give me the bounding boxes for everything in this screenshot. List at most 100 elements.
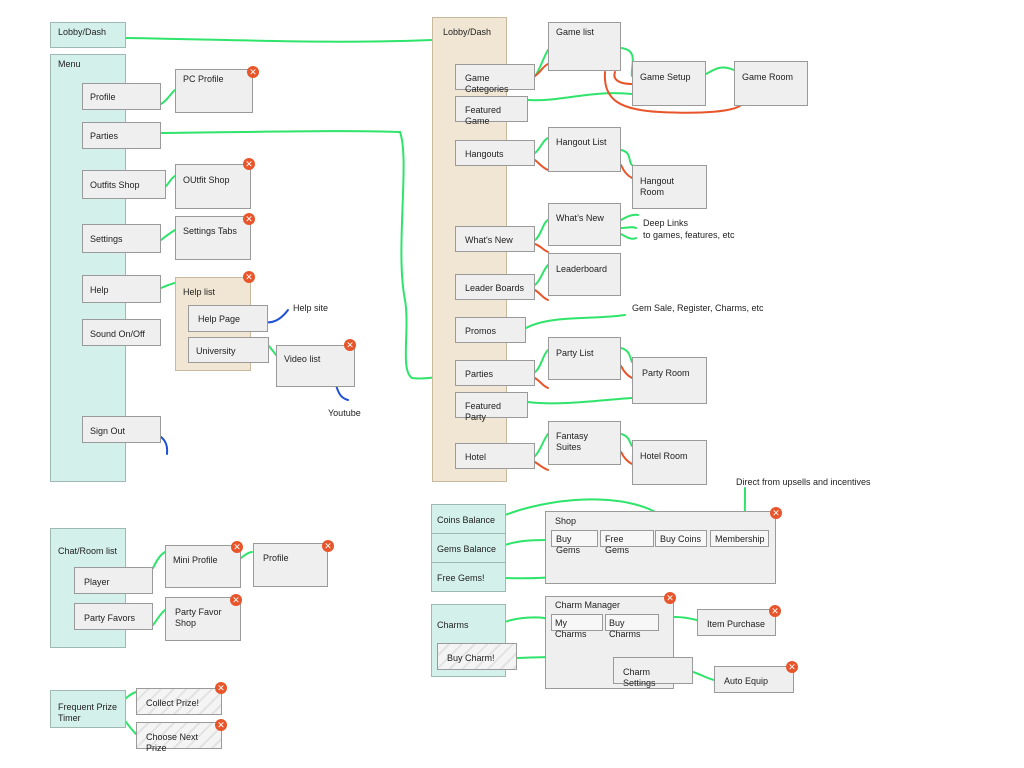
lobby-dash-label: Lobby/Dash [58,27,107,37]
close-icon[interactable]: ✕ [344,339,356,351]
outfit-shop-label: OUtfit Shop [183,175,230,185]
outfit-shop-box[interactable]: OUtfit Shop [175,164,251,209]
close-icon[interactable]: ✕ [230,594,242,606]
lobby-parties-box[interactable]: Parties [455,360,535,386]
player-label: Player [84,577,110,587]
profile-box[interactable]: Profile [82,83,161,110]
hotel-box[interactable]: Hotel [455,443,535,469]
connector [124,37,433,43]
connector [705,66,735,75]
my-charms-tab[interactable]: My Charms [551,614,603,639]
connector [527,92,633,102]
connector [620,149,633,166]
connector [534,243,549,253]
close-icon[interactable]: ✕ [769,605,781,617]
auto-equip-box[interactable]: Auto Equip [714,666,794,693]
game-setup-box[interactable]: Game Setup [632,61,706,106]
whats-new-detail-box[interactable]: What’s New [548,203,621,246]
game-room-box[interactable]: Game Room [734,61,808,106]
pc-profile-label: PC Profile [183,74,224,84]
party-favors-box[interactable]: Party Favors [74,603,153,630]
parties-box[interactable]: Parties [82,122,161,149]
fantasy-suites-box[interactable]: Fantasy Suites [548,421,621,465]
charm-settings-label: Charm Settings [623,667,656,688]
whats-new-box[interactable]: What's New [455,226,535,252]
close-icon[interactable]: ✕ [231,541,243,553]
university-box[interactable]: University [188,337,269,363]
connector [620,233,637,240]
membership-tab[interactable]: Membership [710,530,769,547]
promos-box[interactable]: Promos [455,317,526,343]
settings-label: Settings [90,234,123,244]
leaderboard-box[interactable]: Leaderboard [548,253,621,296]
free-gems-label: Free Gems! [437,573,485,583]
hangout-list-box[interactable]: Hangout List [548,127,621,172]
featured-party-box[interactable]: Featured Party [455,392,528,422]
party-favor-shop-box[interactable]: Party Favor Shop [165,597,241,641]
close-icon[interactable]: ✕ [247,66,259,78]
menu-title: Menu [58,59,81,69]
close-icon[interactable]: ✕ [243,271,255,283]
free-gems-tab[interactable]: Free Gems [600,530,654,555]
outfits-shop-box[interactable]: Outfits Shop [82,170,166,199]
player-box[interactable]: Player [74,567,153,594]
close-icon[interactable]: ✕ [786,661,798,673]
close-icon[interactable]: ✕ [664,592,676,604]
hangout-room-box[interactable]: Hangout Room [632,165,707,209]
close-icon[interactable]: ✕ [322,540,334,552]
connector [534,219,549,241]
sign-out-box[interactable]: Sign Out [82,416,161,443]
choose-next-prize-button[interactable]: Choose Next Prize [136,722,222,753]
connector [620,226,637,229]
sound-box[interactable]: Sound On/Off [82,319,161,346]
close-icon[interactable]: ✕ [215,719,227,731]
hangout-list-label: Hangout List [556,137,607,147]
buy-charm-label: Buy Charm! [447,653,495,663]
item-purchase-box[interactable]: Item Purchase [697,609,776,636]
buy-gems-tab[interactable]: Buy Gems [551,530,598,555]
mini-profile-box[interactable]: Mini Profile [165,545,241,588]
buy-coins-tab[interactable]: Buy Coins [655,530,707,547]
video-list-label: Video list [284,354,321,364]
featured-game-box[interactable]: Featured Game [455,96,528,126]
gems-balance-row[interactable]: Gems Balance [432,534,505,563]
buy-gems-label: Buy Gems [556,534,581,555]
buy-charm-button[interactable]: Buy Charm! [437,643,517,670]
free-gems-row[interactable]: Free Gems! [432,563,505,591]
promos-label: Promos [465,326,497,336]
party-list-box[interactable]: Party List [548,337,621,380]
leader-boards-label: Leader Boards [465,283,525,293]
game-categories-box[interactable]: Game Categories [455,64,535,94]
help-list-label: Help list [183,287,216,297]
close-icon[interactable]: ✕ [215,682,227,694]
chat-profile-box[interactable]: Profile [253,543,328,587]
chat-profile-label: Profile [263,553,289,563]
game-list-box[interactable]: Game list [548,22,621,71]
party-favor-shop-label: Party Favor Shop [175,607,222,628]
lobby-parties-label: Parties [465,369,494,379]
help-box[interactable]: Help [82,275,161,303]
lobby-dash-box[interactable]: Lobby/Dash [50,22,126,48]
mini-profile-label: Mini Profile [173,555,218,565]
pc-profile-box[interactable]: PC Profile [175,69,253,113]
close-icon[interactable]: ✕ [243,158,255,170]
video-list-box[interactable]: Video list [276,345,355,387]
settings-box[interactable]: Settings [82,224,161,253]
connector [620,451,633,465]
membership-label: Membership [715,534,765,544]
close-icon[interactable]: ✕ [243,213,255,225]
party-room-box[interactable]: Party Room [632,357,707,404]
charm-settings-box[interactable]: Charm Settings [613,657,693,688]
help-page-box[interactable]: Help Page [188,305,268,332]
close-icon[interactable]: ✕ [770,507,782,519]
collect-prize-button[interactable]: Collect Prize! [136,688,222,715]
coins-balance-row[interactable]: Coins Balance [432,505,505,534]
buy-charms-tab[interactable]: Buy Charms [605,614,659,639]
hotel-room-box[interactable]: Hotel Room [632,440,707,485]
settings-tabs-box[interactable]: Settings Tabs [175,216,251,260]
hangouts-box[interactable]: Hangouts [455,140,535,166]
connector [534,349,549,373]
leader-boards-box[interactable]: Leader Boards [455,274,535,300]
featured-game-label: Featured Game [465,105,502,126]
connector [620,347,633,363]
